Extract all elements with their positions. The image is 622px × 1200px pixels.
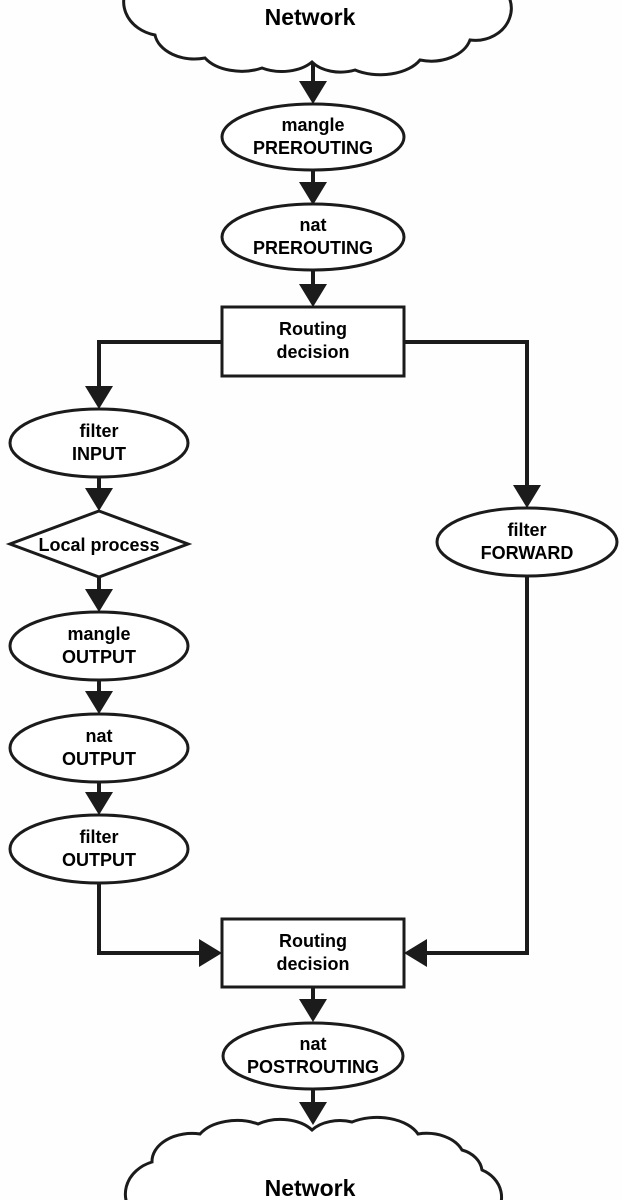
ellipse-shape [220,202,406,272]
filter-input-line1: filter [79,421,118,441]
arrowhead [85,691,113,714]
arrowhead [299,182,327,205]
node-routing-decision-top: Routing decision [220,305,406,378]
edge-line [97,883,200,955]
local-process-label: Local process [38,535,159,555]
node-local-process: Local process [5,509,193,579]
arrowhead [85,488,113,511]
routing-decision-top-line2: decision [276,342,349,362]
edge-nat-postrouting-to-network-bottom [299,1089,327,1125]
rectangle-shape [220,917,406,989]
filter-forward-line1: filter [507,520,546,540]
node-mangle-prerouting: mangle PREROUTING [220,102,406,172]
mangle-output-line1: mangle [67,624,130,644]
nat-output-line1: nat [86,726,113,746]
edge-nat-output-to-filter-output [85,782,113,815]
network-top-label: Network [265,4,356,30]
node-filter-output: filter OUTPUT [8,813,190,885]
edge-routing-decision-top-to-filter-forward [404,340,541,508]
node-nat-output: nat OUTPUT [8,712,190,784]
filter-output-line1: filter [79,827,118,847]
edge-filter-input-to-local-process [85,477,113,511]
routing-decision-bottom-line2: decision [276,954,349,974]
diamond-shape [5,509,193,579]
ellipse-shape [8,610,190,682]
edge-mangle-prerouting-to-nat-prerouting [299,170,327,205]
ellipse-shape [435,506,619,578]
network-bottom-label: Network [265,1175,356,1200]
filter-output-line2: OUTPUT [62,850,136,870]
arrowhead [299,1102,327,1125]
mangle-prerouting-line2: PREROUTING [253,138,373,158]
edge-mangle-output-to-nat-output [85,680,113,714]
edge-filter-output-to-routing-decision-bottom [97,883,222,967]
node-nat-prerouting: nat PREROUTING [220,202,406,272]
node-filter-forward: filter FORWARD [435,506,619,578]
arrowhead [299,999,327,1022]
ellipse-shape [220,102,406,172]
node-routing-decision-bottom: Routing decision [220,917,406,989]
edge-routing-decision-bottom-to-nat-postrouting [299,987,327,1022]
ellipse-shape [221,1021,405,1091]
node-mangle-output: mangle OUTPUT [8,610,190,682]
filter-forward-line2: FORWARD [481,543,574,563]
nat-postrouting-line2: POSTROUTING [247,1057,379,1077]
mangle-prerouting-line1: mangle [281,115,344,135]
edge-nat-prerouting-to-routing-decision-top [299,270,327,307]
arrowhead [85,386,113,409]
nat-postrouting-line1: nat [300,1034,327,1054]
rectangle-shape [220,305,406,378]
edge-line [404,340,529,486]
edge-line [97,340,222,387]
edge-local-process-to-mangle-output [85,577,113,612]
routing-decision-top-line1: Routing [279,319,347,339]
arrowhead [85,792,113,815]
edge-routing-decision-top-to-filter-input [85,340,222,409]
arrowhead [199,939,222,967]
arrowhead [85,589,113,612]
node-nat-postrouting: nat POSTROUTING [221,1021,405,1091]
nat-output-line2: OUTPUT [62,749,136,769]
arrowhead [299,284,327,307]
arrowhead [404,939,427,967]
arrowhead [513,485,541,508]
cloud-shape [123,1115,504,1200]
arrowhead [299,81,327,104]
nat-prerouting-line1: nat [300,215,327,235]
ellipse-shape [8,407,190,479]
node-filter-input: filter INPUT [8,407,190,479]
node-network-bottom: Network [123,1115,504,1200]
cloud-shape [122,0,513,77]
ellipse-shape [8,712,190,784]
node-network-top: Network [122,0,513,77]
filter-input-line2: INPUT [72,444,126,464]
routing-decision-bottom-line1: Routing [279,931,347,951]
nat-prerouting-line2: PREROUTING [253,238,373,258]
mangle-output-line2: OUTPUT [62,647,136,667]
ellipse-shape [8,813,190,885]
edge-line [426,576,529,955]
edge-filter-forward-to-routing-decision-bottom [404,576,529,967]
